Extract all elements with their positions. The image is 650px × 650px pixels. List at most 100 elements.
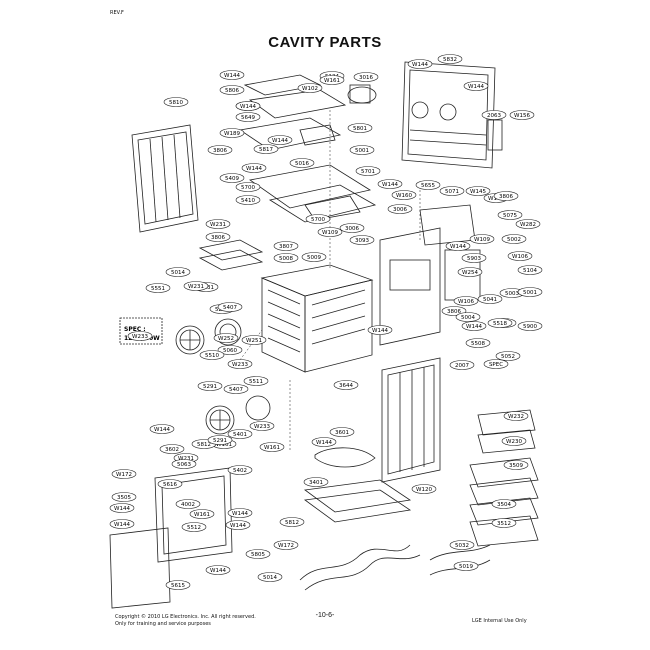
callout-oval [449, 540, 475, 550]
part-number-text: 3505 [117, 495, 131, 501]
part-callout: W144 [149, 424, 175, 434]
part-number-text: W144 [232, 511, 248, 517]
part-callout: W144 [109, 519, 135, 529]
part-number-text: W145 [470, 189, 486, 195]
callout-oval [165, 267, 191, 277]
part-number-text: 5801 [353, 126, 367, 132]
callout-oval [349, 235, 375, 245]
part-number-text: W109 [474, 237, 490, 243]
part-callout: 3401 [303, 477, 329, 487]
rear-panel-part [401, 61, 503, 169]
callout-oval [461, 321, 487, 331]
part-callout: 2007 [449, 360, 475, 370]
callout-oval [227, 508, 253, 518]
part-callout: 5518 [487, 318, 513, 328]
part-callout: 5071 [439, 186, 465, 196]
spec-line-1: SPEC : [124, 326, 146, 333]
part-number-text: 5001 [523, 290, 537, 296]
part-callout: 5063 [171, 459, 197, 469]
door-panel-part [381, 357, 441, 483]
callout-oval [249, 421, 275, 431]
callout-oval [273, 540, 299, 550]
part-number-text: 5075 [503, 213, 517, 219]
part-number-text: 5041 [483, 297, 497, 303]
callout-oval [407, 59, 433, 69]
part-callout: W144 [461, 321, 487, 331]
part-number-text: 5551 [151, 286, 165, 292]
revision-label: REV.F [110, 10, 124, 16]
callout-oval [165, 580, 191, 590]
part-callout: 3016 [353, 72, 379, 82]
part-number-text: 3601 [335, 430, 349, 436]
callout-oval [205, 232, 231, 242]
part-callout: W230 [501, 436, 527, 446]
part-callout: W161 [189, 509, 215, 519]
callout-oval [377, 179, 403, 189]
callout-oval [465, 338, 491, 348]
part-number-text: 3807 [279, 244, 293, 250]
part-callout: 3509 [503, 460, 529, 470]
part-number-text: 5019 [459, 564, 473, 570]
part-number-text: 3504 [497, 502, 511, 508]
footer-copyright: Copyright © 2010 LG Electronics. Inc. Al… [115, 614, 256, 628]
callout-oval [235, 101, 261, 111]
part-callout: 5019 [453, 561, 479, 571]
part-callout: 3806 [493, 191, 519, 201]
callout-oval [391, 190, 417, 200]
callout-oval [491, 499, 517, 509]
part-number-text: 3644 [339, 383, 353, 389]
callout-oval [477, 294, 503, 304]
callout-oval [217, 302, 243, 312]
part-callout: W145 [465, 186, 491, 196]
callout-oval [339, 223, 365, 233]
part-callout: W144 [227, 508, 253, 518]
callout-oval [205, 565, 231, 575]
callout-oval [411, 484, 437, 494]
callout-oval [235, 195, 261, 205]
part-callout: 5291 [207, 435, 233, 445]
part-callout: 3505 [111, 492, 137, 502]
part-number-text: 4002 [181, 502, 195, 508]
part-callout: 5649 [235, 112, 261, 122]
part-number-text: W254 [462, 270, 478, 276]
part-number-text: 5052 [501, 354, 515, 360]
part-number-text: W161 [324, 78, 340, 84]
callout-oval [415, 180, 441, 190]
part-callout: W254 [457, 267, 483, 277]
part-number-text: W144 [240, 104, 256, 110]
part-callout: 3806 [205, 232, 231, 242]
part-number-text: W231 [210, 222, 226, 228]
part-number-text: 5700 [311, 217, 325, 223]
part-number-text: W120 [416, 487, 432, 493]
callout-oval [157, 479, 183, 489]
part-number-text: 3806 [213, 148, 227, 154]
callout-oval [449, 360, 475, 370]
lower-door-part [109, 467, 233, 609]
callout-oval [163, 97, 189, 107]
part-number-text: 5805 [251, 552, 265, 558]
part-number-text: 3512 [497, 521, 511, 527]
part-callout: W144 [407, 59, 433, 69]
part-callout: 5016 [289, 158, 315, 168]
callout-oval [109, 503, 135, 513]
callout-oval [199, 350, 225, 360]
part-callout: 3806 [207, 145, 233, 155]
part-number-text: W144 [412, 62, 428, 68]
callout-oval [171, 459, 197, 469]
part-number-text: 5003 [505, 291, 519, 297]
part-number-text: 5518 [493, 321, 507, 327]
part-number-text: 3401 [309, 480, 323, 486]
part-number-text: 5407 [223, 305, 237, 311]
part-callout: W144 [205, 565, 231, 575]
part-callout: 5407 [223, 384, 249, 394]
part-callout: W144 [267, 135, 293, 145]
part-callout: SPEC [483, 359, 509, 369]
part-number-text: W146 [488, 196, 504, 202]
part-callout: 5801 [347, 123, 373, 133]
part-number-text: W233 [232, 362, 248, 368]
part-number-text: 5512 [187, 525, 201, 531]
callout-oval [495, 351, 521, 361]
callout-oval [501, 234, 527, 244]
callout-oval [463, 81, 489, 91]
part-number-text: 5008 [279, 256, 293, 262]
